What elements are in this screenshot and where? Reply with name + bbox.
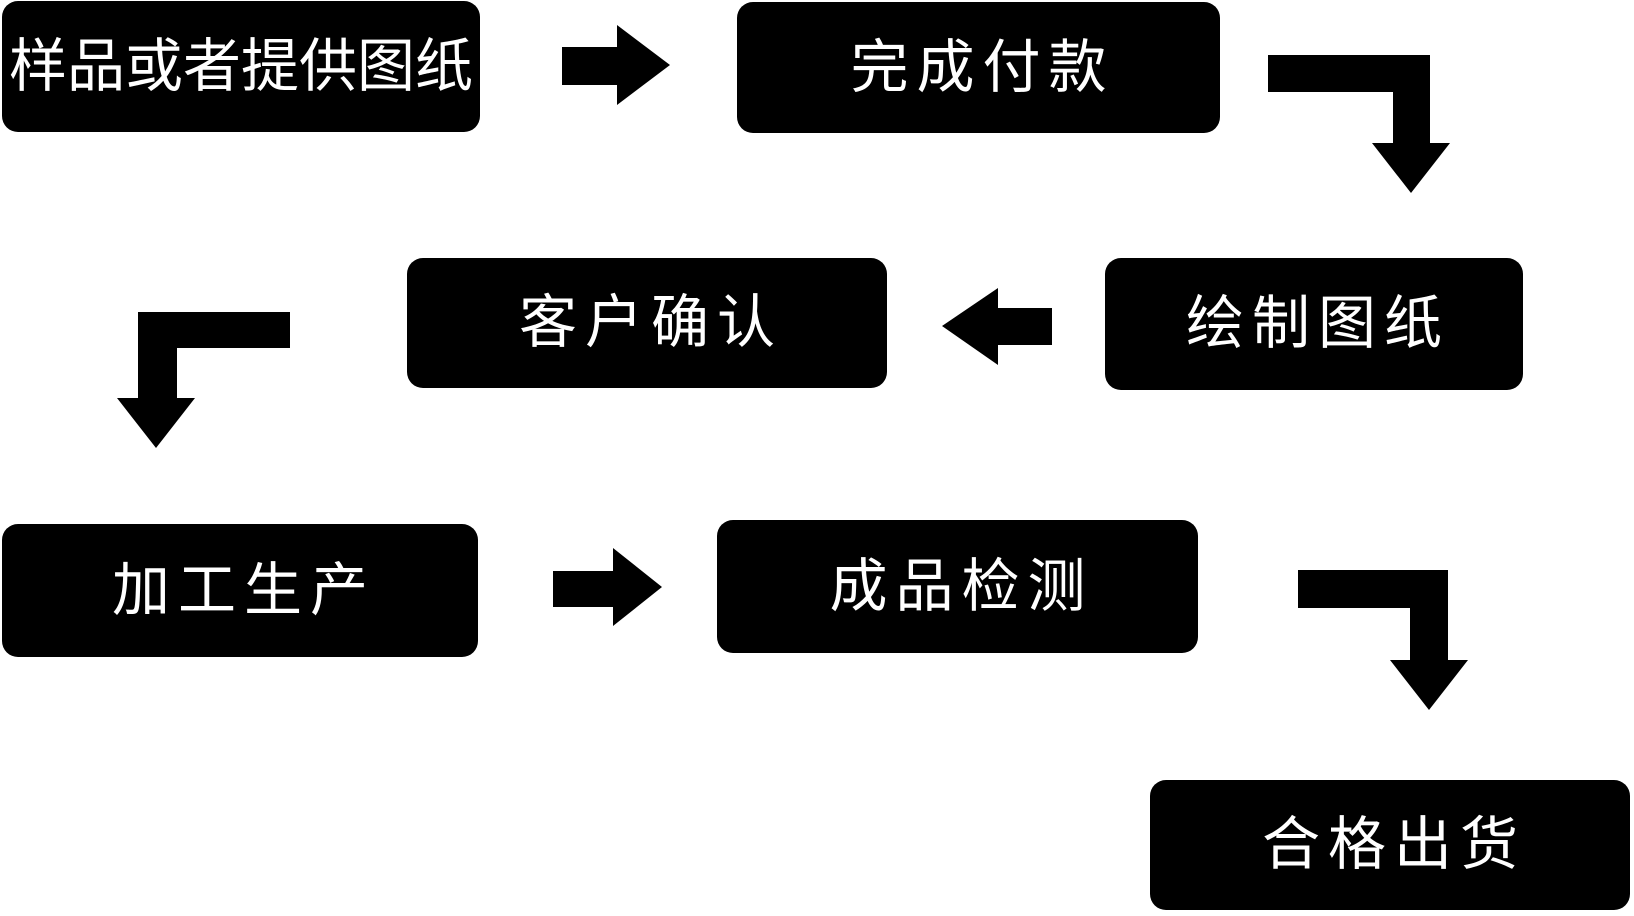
flow-node-label: 加工生产 xyxy=(111,557,376,623)
flow-node-customer-confirmation: 客户确认 xyxy=(407,258,887,388)
flow-node-label: 成品检测 xyxy=(829,553,1094,619)
flow-node-label: 样品或者提供图纸 xyxy=(8,33,473,99)
flow-node-label: 客户确认 xyxy=(518,290,783,355)
arrow-elbow-left-down-icon xyxy=(117,312,290,448)
arrow-elbow-right-down-icon xyxy=(1268,55,1450,193)
flow-node-label: 合格出货 xyxy=(1261,812,1526,877)
flow-node-label: 完成付款 xyxy=(850,34,1115,100)
flow-node-sample-or-provide-drawing: 样品或者提供图纸 xyxy=(2,1,480,132)
flow-node-draw-drawings: 绘制图纸 xyxy=(1105,258,1523,390)
flow-node-processing-production: 加工生产 xyxy=(2,524,478,657)
arrow-elbow-right-down-icon xyxy=(1298,570,1468,710)
flow-node-complete-payment: 完成付款 xyxy=(737,2,1220,133)
flow-node-qualified-shipment: 合格出货 xyxy=(1150,780,1630,910)
arrow-left-icon xyxy=(942,288,1052,365)
flow-node-label: 绘制图纸 xyxy=(1185,291,1450,356)
flow-node-finished-product-inspection: 成品检测 xyxy=(717,520,1198,653)
arrow-right-icon xyxy=(553,548,662,626)
arrow-right-icon xyxy=(562,25,670,105)
